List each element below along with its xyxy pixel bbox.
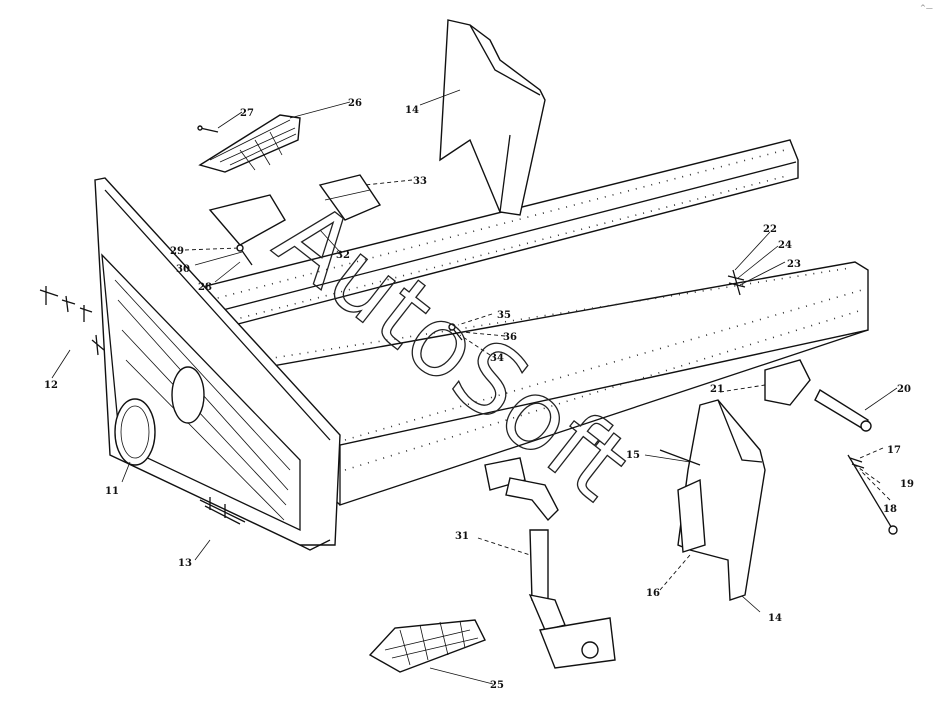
intake-hose-31 [484,457,616,669]
callout-12: 12 [44,380,58,391]
callout-20: 20 [897,384,911,395]
bolt-set-17-19 [847,454,898,535]
callout-11: 11 [105,486,119,497]
bolt-27 [197,125,219,133]
bolt-set-34-36 [448,323,463,341]
connector-15 [659,449,701,466]
callout-30: 30 [176,264,190,275]
emblem-ring [114,398,156,466]
callout-25: 25 [490,680,504,691]
corner-mark: ^— [920,4,933,12]
lower-frame-rail [248,261,869,506]
step-bracket-upper [208,174,382,246]
callout-15: 15 [626,450,640,461]
lower-step-plate [368,619,486,673]
bolt-set-22-24 [727,269,746,296]
callout-14-lower: 14 [768,613,782,624]
leader-lines [51,89,898,685]
callout-28: 28 [198,282,212,293]
bracket-21 [764,359,811,406]
callout-34: 34 [490,353,504,364]
callout-26: 26 [348,98,362,109]
callout-14-upper: 14 [405,105,419,116]
shaft-20 [814,388,872,432]
callout-33: 33 [413,176,427,187]
callout-29: 29 [170,246,184,257]
upper-step-plate [198,114,301,173]
callout-16: 16 [646,588,660,599]
callout-13: 13 [178,558,192,569]
callout-21: 21 [710,384,724,395]
brand-badge-12 [39,286,105,356]
callout-19: 19 [900,479,914,490]
callout-18: 18 [883,504,897,515]
callout-32: 32 [336,250,350,261]
callout-31: 31 [455,531,469,542]
callout-23: 23 [787,259,801,270]
brand-badge-13 [199,497,246,525]
callout-17: 17 [887,445,901,456]
callout-24: 24 [778,240,792,251]
callout-22: 22 [763,224,777,235]
callout-36: 36 [503,332,517,343]
callout-27: 27 [240,108,254,119]
callout-labels: 11 12 13 14 14 15 16 17 18 19 20 21 22 2… [44,98,914,691]
callout-35: 35 [497,310,511,321]
upper-bracket-14 [439,19,546,216]
plate-16 [677,478,706,553]
bolt-set-28-30 [236,244,253,266]
bumper-grille-assembly [94,177,341,551]
